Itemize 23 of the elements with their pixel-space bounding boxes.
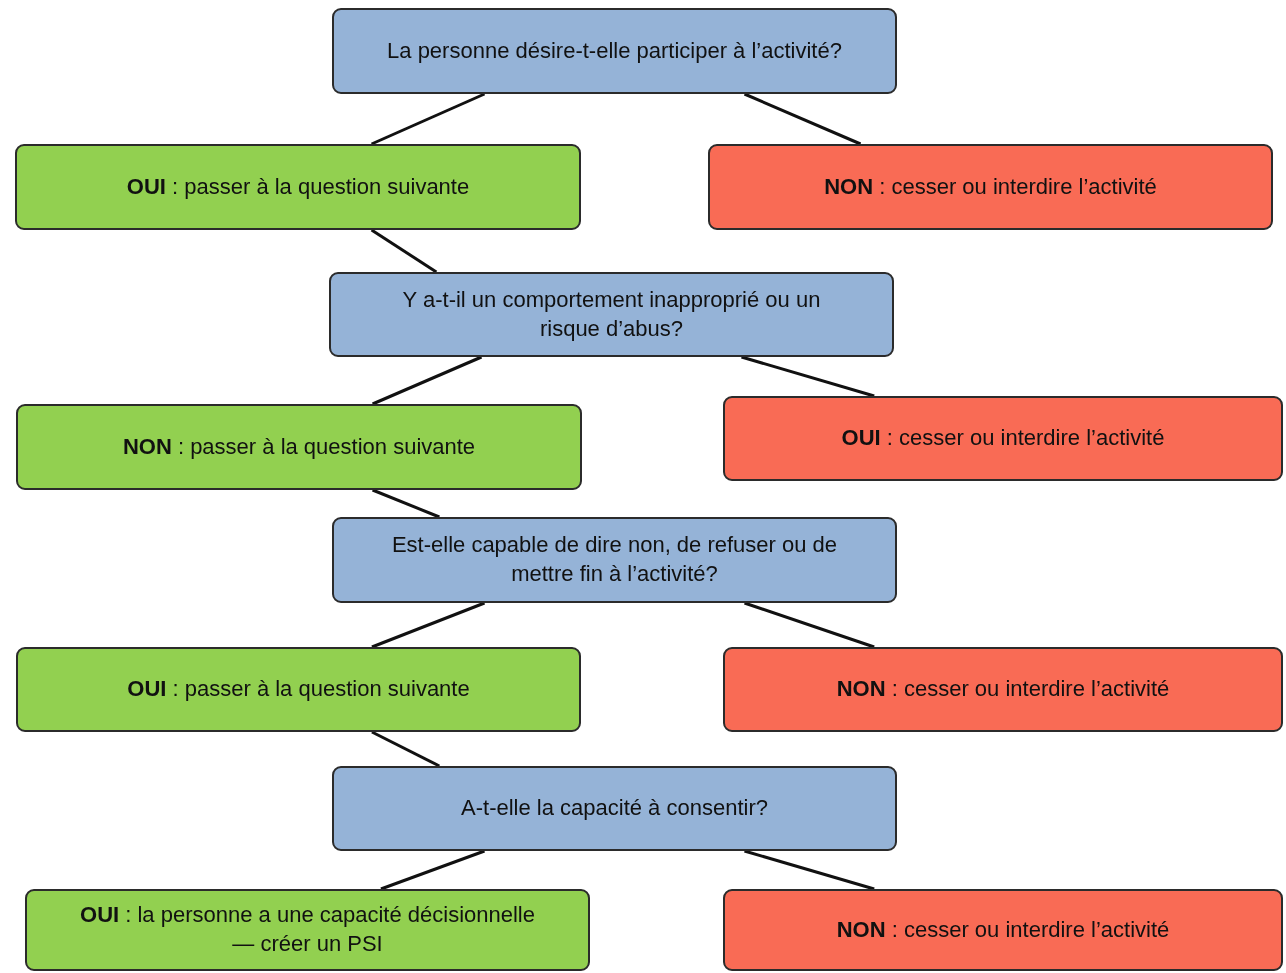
question-box: Est-elle capable de dire non, de refuser ou de mettre fin à l’activité?	[332, 517, 897, 603]
continue-box: OUI : passer à la question suivante	[16, 647, 581, 732]
connector-line	[741, 355, 875, 398]
connector-line	[380, 849, 485, 891]
continue-box: OUI : passer à la question suivante	[15, 144, 581, 230]
stop-box: NON : cesser ou interdire l’activité	[723, 647, 1283, 732]
continue-box: OUI : la personne a une capacité décisionnelle — créer un PSI	[25, 889, 590, 971]
connector-line	[372, 488, 440, 519]
connector-line	[372, 355, 483, 406]
stop-box: NON : cesser ou interdire l’activité	[708, 144, 1273, 230]
connector-line	[370, 92, 486, 146]
continue-box: NON : passer à la question suivante	[16, 404, 582, 490]
connector-line	[744, 601, 875, 649]
connector-line	[371, 730, 441, 768]
connector-line	[371, 601, 486, 649]
question-box: Y a-t-il un comportement inapproprié ou un risque d’abus?	[329, 272, 894, 357]
question-box: A-t-elle la capacité à consentir?	[332, 766, 897, 851]
stop-box: NON : cesser ou interdire l’activité	[723, 889, 1283, 971]
connector-line	[370, 228, 438, 274]
question-box: La personne désire-t-elle participer à l’activité?	[332, 8, 897, 94]
connector-line	[743, 92, 862, 146]
stop-box: OUI : cesser ou interdire l’activité	[723, 396, 1283, 481]
connector-line	[744, 849, 875, 891]
